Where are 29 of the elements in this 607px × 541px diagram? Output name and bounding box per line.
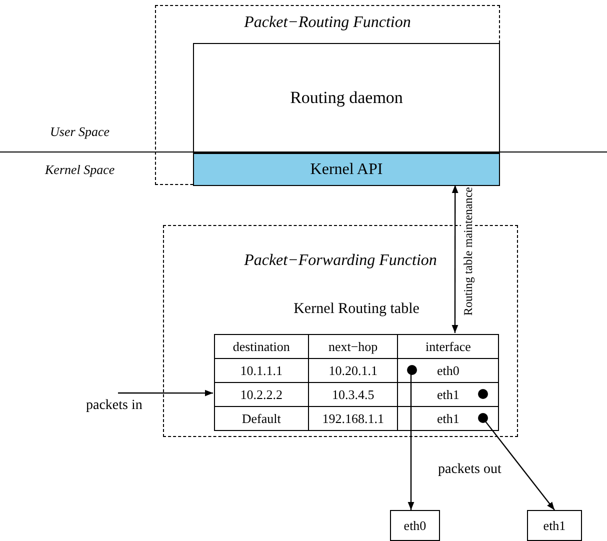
space-label: Kernel Space bbox=[45, 162, 115, 178]
table-cell: 10.1.1.1 bbox=[214, 358, 308, 382]
arrow bbox=[452, 185, 458, 333]
connection-dot bbox=[478, 413, 488, 423]
column-header: destination bbox=[214, 334, 308, 358]
arrow bbox=[408, 374, 414, 510]
table-cell: 192.168.1.1 bbox=[308, 406, 398, 430]
edge-label: packets out bbox=[438, 462, 502, 478]
edge-label: packets in bbox=[86, 398, 142, 414]
table-cell: Default bbox=[214, 406, 308, 430]
column-header: next−hop bbox=[308, 334, 398, 358]
api-box: Kernel API bbox=[193, 153, 500, 186]
column-header: interface bbox=[398, 334, 498, 358]
group-title: Packet−Forwarding Function bbox=[244, 252, 437, 270]
table-heading: Kernel Routing table bbox=[294, 301, 420, 318]
process-box: eth0 bbox=[390, 510, 440, 541]
process-box: eth1 bbox=[527, 510, 582, 541]
group-title: Packet−Routing Function bbox=[244, 14, 411, 32]
edge-label: Routing table maintenance bbox=[461, 187, 475, 316]
dashed-group-box bbox=[155, 5, 500, 185]
arrow bbox=[484, 420, 555, 510]
table-cell: 10.2.2.2 bbox=[214, 382, 308, 406]
connection-dot bbox=[478, 389, 488, 399]
table-cell: 10.3.4.5 bbox=[308, 382, 398, 406]
arrow bbox=[118, 390, 213, 396]
process-box: Routing daemon bbox=[193, 43, 500, 153]
table-cell: 10.20.1.1 bbox=[308, 358, 398, 382]
connection-dot bbox=[407, 365, 417, 375]
space-label: User Space bbox=[50, 124, 110, 140]
